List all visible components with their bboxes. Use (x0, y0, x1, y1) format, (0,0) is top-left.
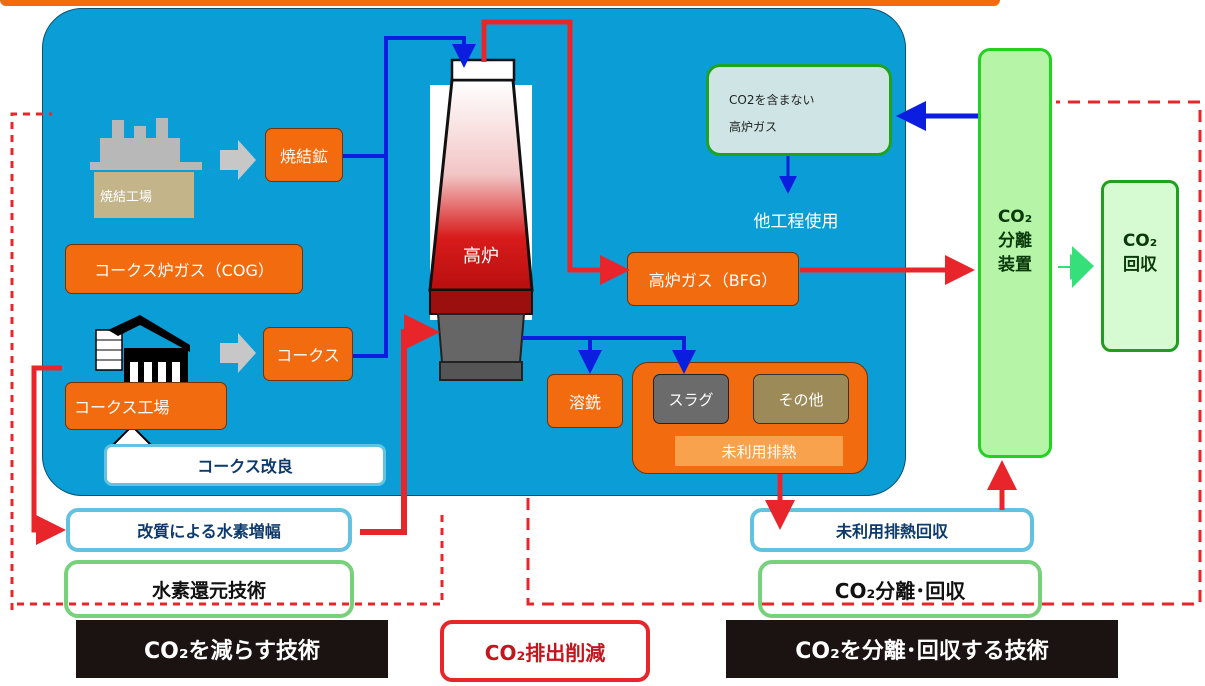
co2-separator-line2: 分離 (998, 231, 1032, 251)
slag-box: スラグ (653, 374, 729, 424)
sinter-to-furnace-arrow (343, 36, 476, 158)
emission-reduction-box: CO₂排出削減 (440, 620, 650, 682)
hydrogen-reduction-box: 水素還元技術 (64, 560, 354, 618)
hydrogen-increase-box: 改質による水素増幅 (66, 508, 352, 552)
co2-free-gas-box: CO2を含まない 高炉ガス (706, 64, 892, 156)
bfg-box: 高炉ガス（BFG） (627, 252, 799, 306)
coke-box: コークス (263, 327, 353, 381)
coke-plant-box: コークス工場 (65, 382, 227, 430)
cog-box: コークス炉ガス（COG） (65, 244, 303, 294)
co2-free-gas-line1: CO2を含まない (729, 93, 815, 107)
unused-heat-recovery-box: 未利用排熱回収 (750, 508, 1034, 552)
top-banner-strip (0, 0, 1000, 6)
top-gas-arrow (481, 19, 630, 285)
pig-iron-box: 溶銑 (547, 374, 623, 428)
co2-free-gas-line2: 高炉ガス (729, 120, 778, 134)
co2-separation-recovery-box: CO₂分離･回収 (758, 560, 1042, 618)
co2-recovery-line2: 回収 (1123, 255, 1157, 275)
separate-tech-banner: CO₂を分離･回収する技術 (726, 620, 1118, 678)
coke-plant-to-hydrogen-arrow (31, 365, 66, 545)
right-dashed-outline (526, 100, 1202, 606)
co2-separator-line1: CO₂ (997, 207, 1033, 227)
unused-heat-box: 未利用排熱 (675, 436, 843, 466)
sinter-plant-label: 焼結工場 (100, 190, 153, 205)
co2-separator-line3: 装置 (998, 255, 1032, 275)
tap-arrow (522, 336, 696, 374)
left-dashed-outline (10, 112, 444, 610)
coke-improvement-box: コークス改良 (104, 444, 386, 486)
sinter-ore-box: 焼結鉱 (265, 128, 343, 182)
others-box: その他 (753, 374, 849, 424)
co2-separator-box (978, 48, 1052, 458)
blast-furnace-label: 高炉 (463, 246, 499, 267)
reduce-tech-banner: CO₂を減らす技術 (76, 620, 388, 678)
co2-recovery-line1: CO₂ (1122, 231, 1158, 251)
coke-to-furnace-arrow (353, 156, 388, 358)
co2-separator-label: CO₂ 分離 装置 (978, 205, 1052, 305)
hydrogen-to-furnace-arrow (360, 314, 440, 535)
other-process-label: 他工程使用 (753, 211, 839, 232)
co2-recovery-box: CO₂ 回収 (1101, 180, 1179, 352)
